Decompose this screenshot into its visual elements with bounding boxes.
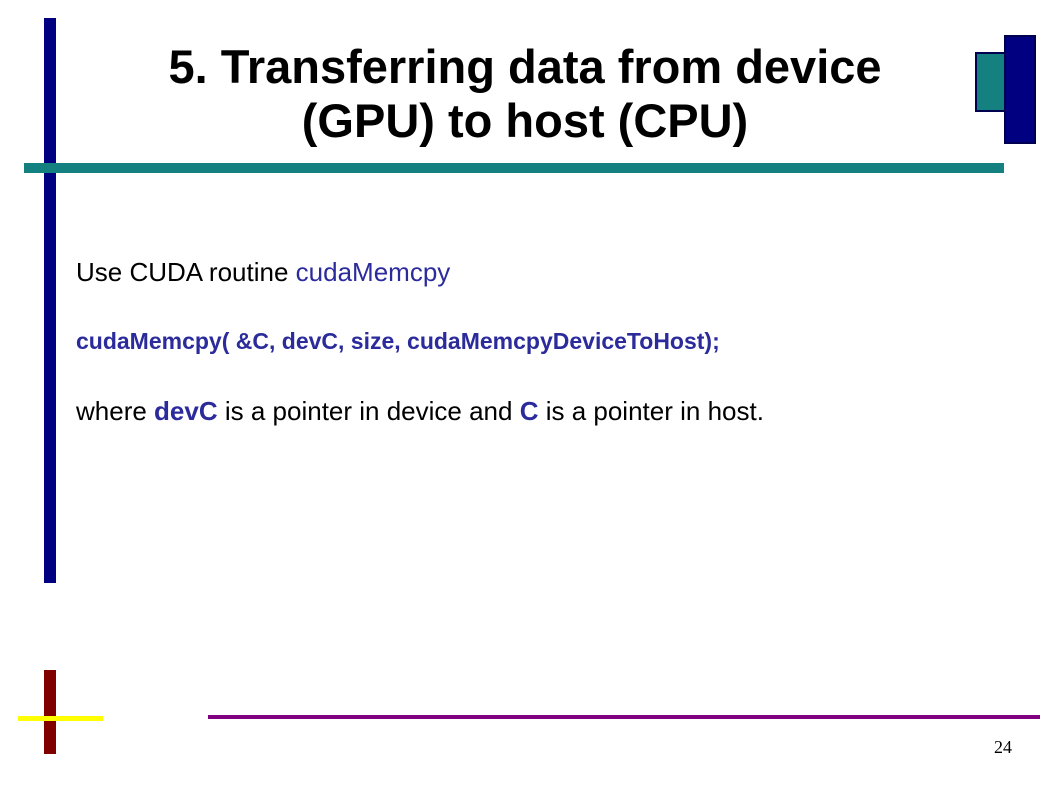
slide-title: 5. Transferring data from device (GPU) t… bbox=[60, 40, 990, 148]
bottom-red-vertical-bar bbox=[44, 670, 56, 754]
code-line: cudaMemcpy( &C, devC, size, cudaMemcpyDe… bbox=[76, 328, 720, 354]
intro-routine-name: cudaMemcpy bbox=[295, 257, 451, 287]
desc-var-host: C bbox=[519, 396, 539, 426]
title-underline-bar bbox=[24, 163, 1004, 173]
bottom-purple-line bbox=[208, 715, 1040, 719]
slide-title-line-1: 5. Transferring data from device bbox=[168, 40, 882, 93]
intro-line: Use CUDA routine cudaMemcpy bbox=[76, 254, 1046, 290]
desc-part-3: is a pointer in host. bbox=[538, 396, 764, 426]
desc-part-1: where bbox=[76, 396, 155, 426]
intro-prefix: Use CUDA routine bbox=[76, 257, 296, 287]
bottom-yellow-horizontal-bar bbox=[18, 716, 103, 721]
desc-part-2: is a pointer in device and bbox=[217, 396, 520, 426]
corner-navy-bar bbox=[1004, 35, 1036, 144]
page-number: 24 bbox=[994, 737, 1012, 757]
desc-var-device: devC bbox=[154, 396, 218, 426]
slide-body: Use CUDA routine cudaMemcpy cudaMemcpy( … bbox=[76, 254, 1046, 430]
description-paragraph: where devC is a pointer in device and C … bbox=[76, 392, 996, 430]
slide-title-line-2: (GPU) to host (CPU) bbox=[301, 94, 749, 147]
left-vertical-bar bbox=[44, 18, 56, 583]
